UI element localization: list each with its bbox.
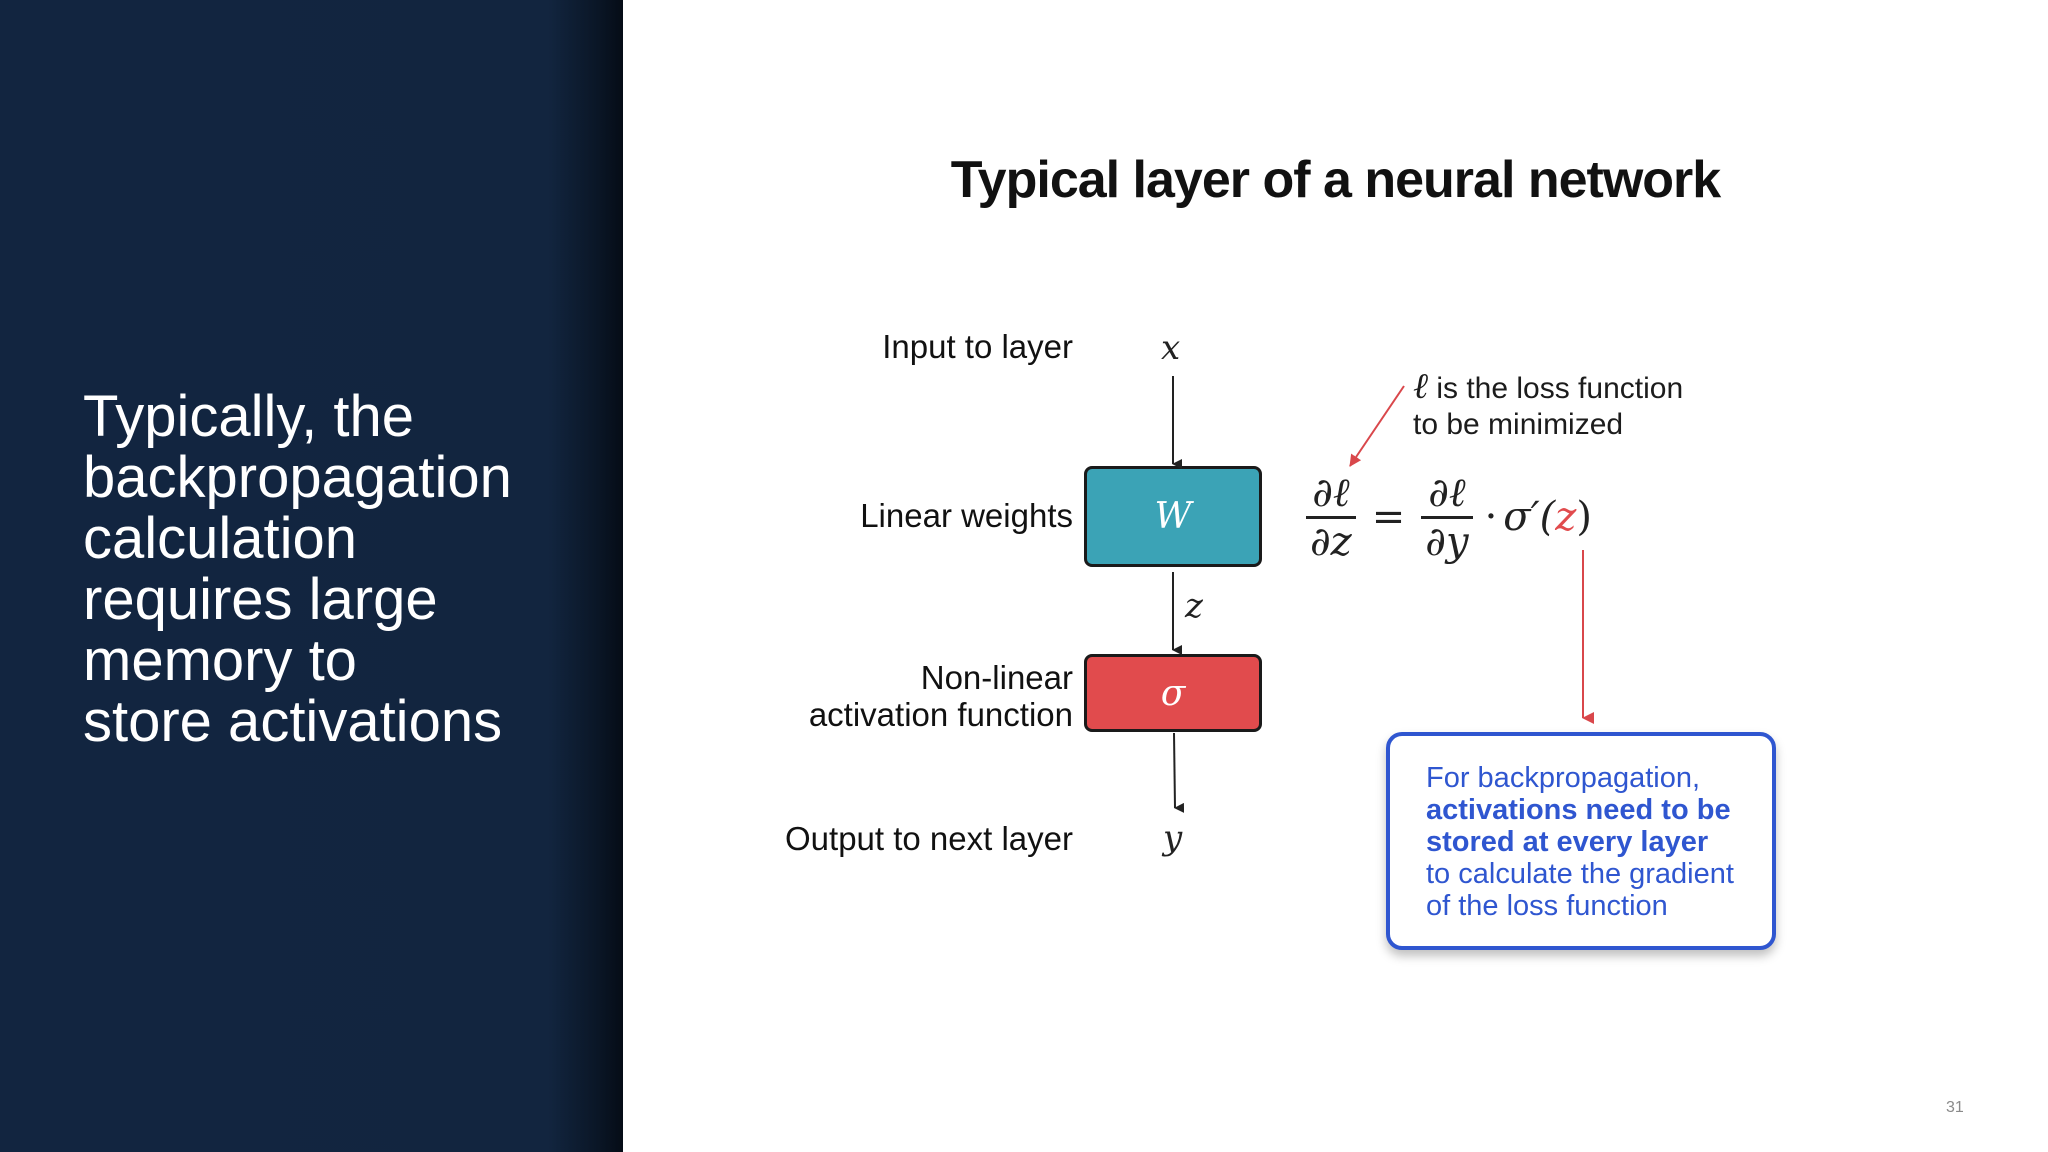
loss-note-line1: is the loss function (1428, 372, 1684, 405)
fraction-bar (1421, 515, 1473, 519)
loss-note-line2: to be minimized (1413, 408, 1624, 441)
weights-symbol: W (1154, 496, 1192, 537)
callout-bold-line: activations need to be (1426, 794, 1731, 826)
activation-label-line: Non-linear (920, 659, 1073, 696)
activation-label-line: activation function (808, 696, 1073, 733)
loss-symbol: ℓ (1413, 366, 1428, 407)
loss-function-note: ℓ is the loss function to be minimized (1413, 369, 1683, 443)
activation-function-box: σ (1084, 654, 1262, 732)
activation-label: Non-linear activation function (809, 659, 1073, 733)
rhs-numerator: ∂ℓ (1428, 469, 1466, 516)
left-text-line: store activations (83, 689, 503, 754)
linear-weights-box: W (1084, 466, 1262, 567)
input-label: Input to layer (882, 328, 1073, 365)
slide-title: Typical layer of a neural network (950, 151, 1721, 209)
output-symbol-y: y (1163, 818, 1183, 858)
arrow-loss-note-to-formula (1349, 385, 1405, 467)
callout-bold-line: stored at every layer (1426, 826, 1709, 858)
fraction-bar (1306, 515, 1356, 519)
left-panel: Typically, the backpropagation calculati… (0, 0, 623, 1152)
lhs-numerator: ∂ℓ (1312, 469, 1350, 516)
weights-label: Linear weights (860, 497, 1073, 534)
dot-operator: · (1484, 494, 1498, 540)
formula-z: z (1555, 494, 1577, 540)
page-number: 31 (1946, 1099, 1964, 1116)
sigma-symbol: σ (1160, 672, 1186, 714)
rhs-fraction: ∂ℓ ∂y (1421, 469, 1473, 565)
rhs-denominator: ∂y (1425, 518, 1469, 565)
left-panel-text: Typically, the backpropagation calculati… (83, 386, 603, 752)
left-text-line: calculation (83, 506, 358, 571)
equals-sign: = (1371, 494, 1406, 540)
callout-line: of the loss function (1426, 890, 1668, 922)
left-text-line: Typically, the (83, 384, 414, 449)
left-text-line: memory to (83, 628, 357, 693)
lhs-denominator: ∂z (1310, 518, 1352, 565)
left-text-line: requires large (83, 567, 438, 632)
lhs-fraction: ∂ℓ ∂z (1306, 470, 1356, 565)
output-label: Output to next layer (785, 820, 1073, 857)
gradient-formula: ∂ℓ ∂z = ∂ℓ ∂y · σ′(z) (1300, 462, 1592, 572)
callout-line: For backpropagation, (1426, 762, 1701, 794)
left-text-line: backpropagation (83, 445, 512, 510)
sigma-prime: σ′( (1503, 494, 1556, 540)
input-symbol-x: x (1161, 328, 1181, 368)
arrow-activation-to-output (1173, 732, 1185, 813)
pre-activation-symbol-z: z (1185, 586, 1203, 626)
backprop-callout: For backpropagation, activations need to… (1386, 732, 1776, 950)
callout-line: to calculate the gradient (1426, 858, 1734, 890)
close-paren: ) (1576, 494, 1592, 540)
